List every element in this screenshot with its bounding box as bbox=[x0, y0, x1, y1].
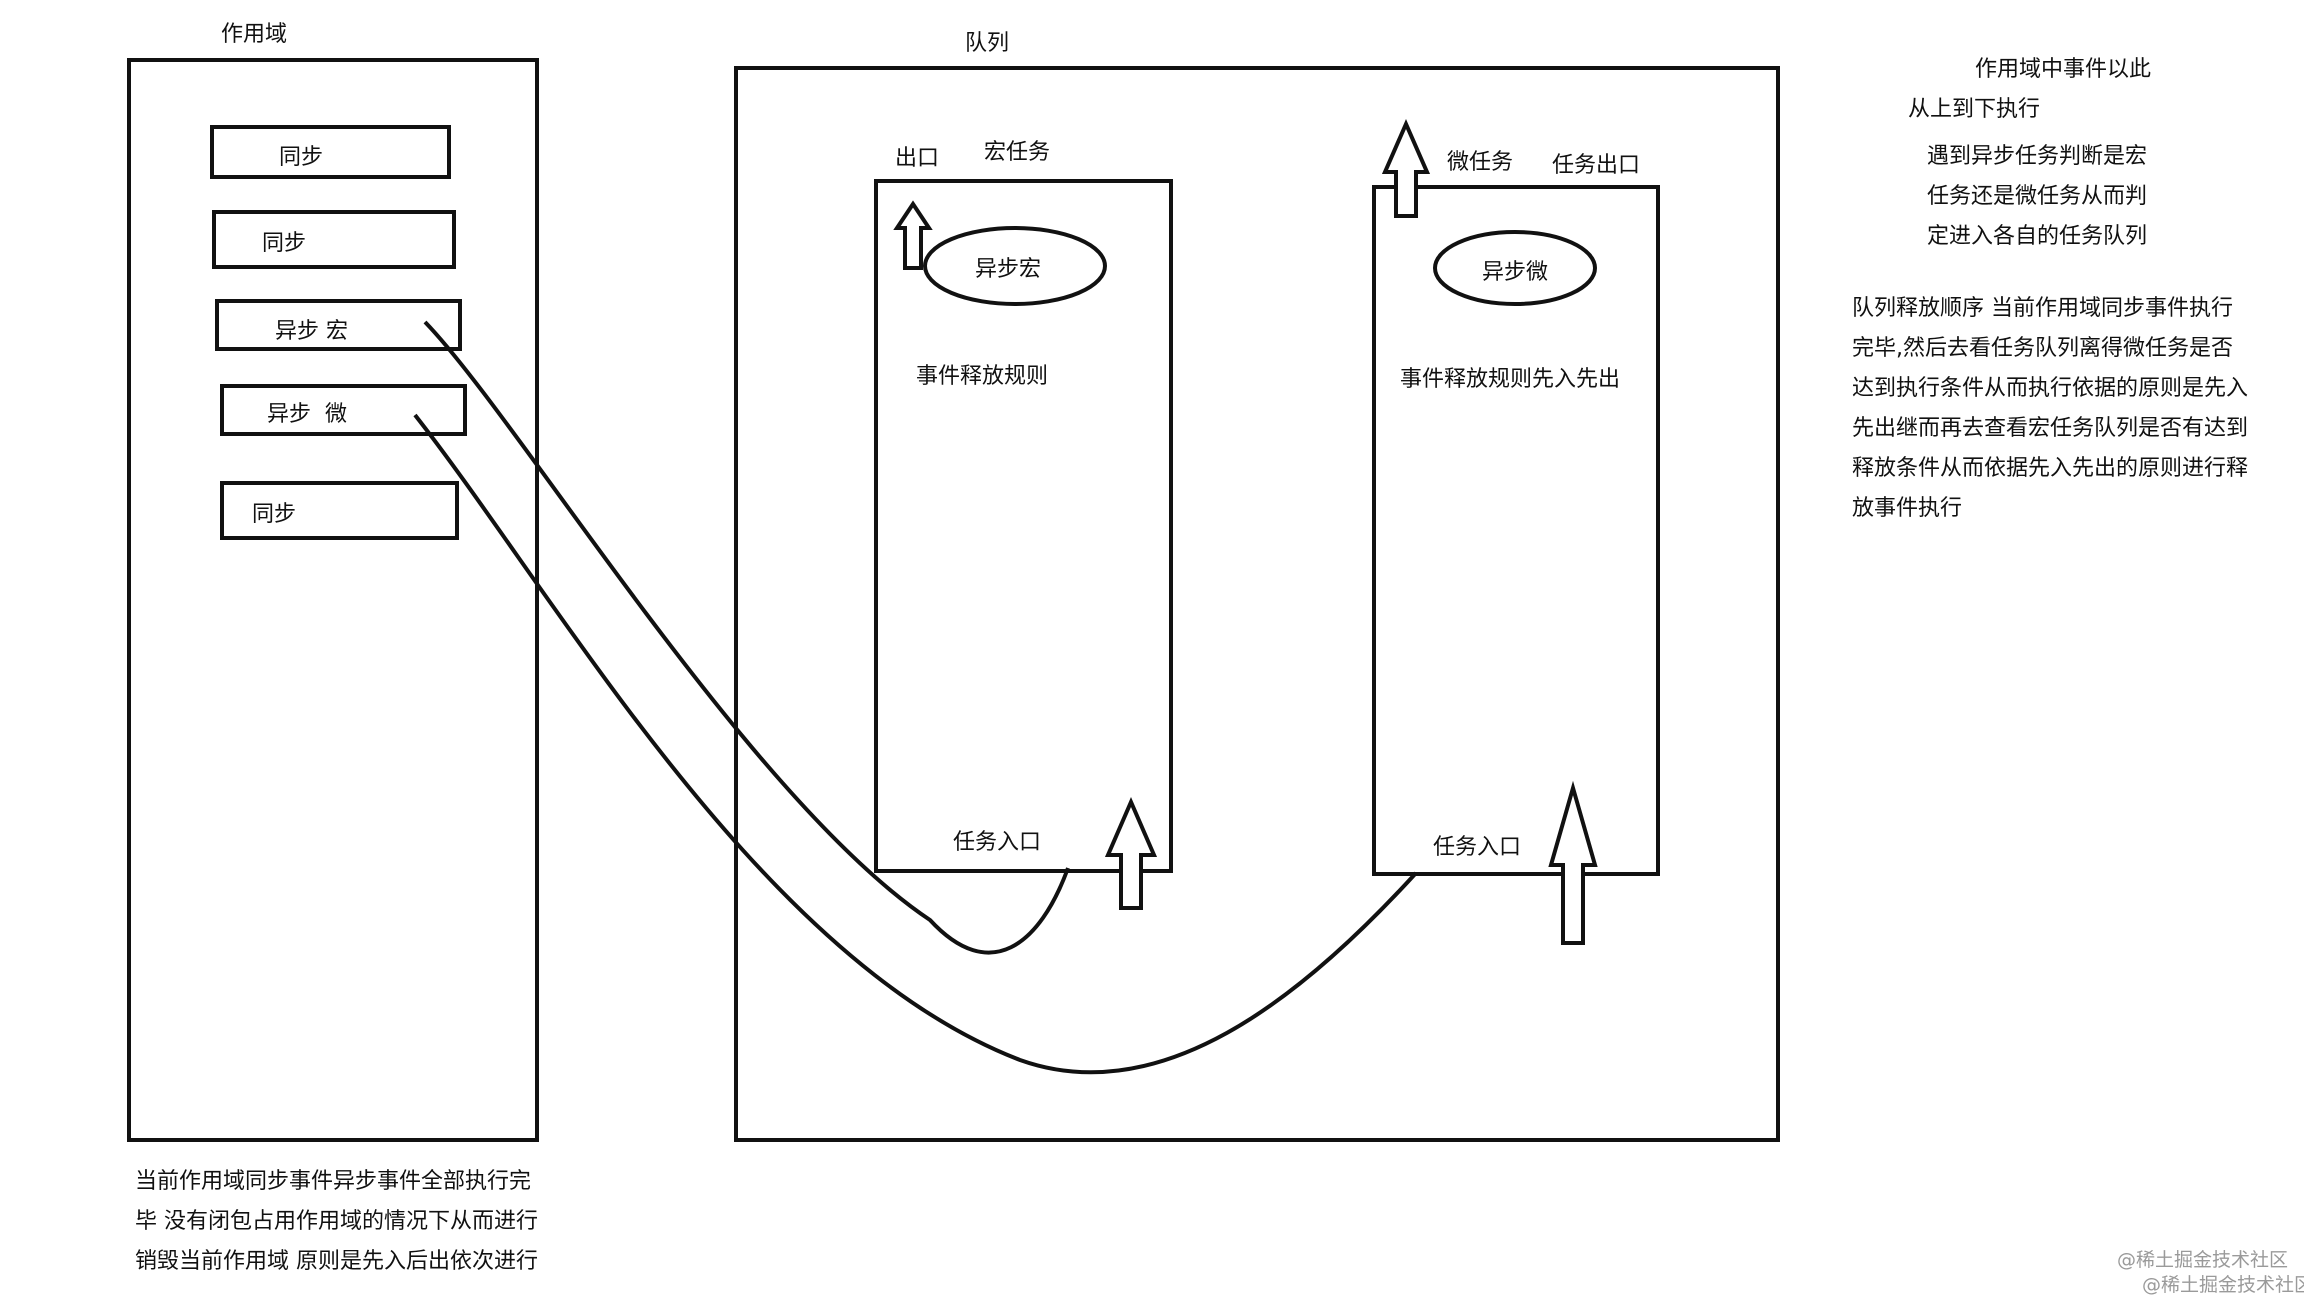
note-line: 放事件执行 bbox=[1852, 496, 1963, 521]
scope-frame bbox=[127, 58, 539, 1142]
note-line: 完毕,然后去看任务队列离得微任务是否 bbox=[1852, 336, 2233, 361]
note-line: 当前作用域同步事件异步事件全部执行完 bbox=[135, 1169, 532, 1194]
micro-entry-arrow bbox=[1548, 780, 1598, 945]
note-line: 销毁当前作用域 原则是先入后出依次进行 bbox=[135, 1249, 538, 1274]
note-line: 作用域中事件以此 bbox=[1974, 57, 2151, 82]
note-line: 队列释放顺序 当前作用域同步事件执行 bbox=[1852, 296, 2233, 321]
note-queue-release-order: 队列释放顺序 当前作用域同步事件执行 完毕,然后去看任务队列离得微任务是否 达到… bbox=[1852, 289, 2248, 529]
note-line: 释放条件从而依据先入先出的原则进行释 bbox=[1852, 456, 2249, 481]
scope-item-box bbox=[220, 481, 459, 540]
note-line: 毕 没有闭包占用作用域的情况下从而进行 bbox=[135, 1209, 538, 1234]
macro-task-title: 宏任务 bbox=[984, 140, 1051, 165]
macro-rule-text: 事件释放规则 bbox=[916, 364, 1049, 389]
scope-title: 作用域 bbox=[221, 22, 288, 47]
note-line: 从上到下执行 bbox=[1908, 97, 2041, 122]
note-execution-order: 作用域中事件以此 从上到下执行 bbox=[1908, 50, 2178, 130]
micro-task-column bbox=[1372, 185, 1660, 876]
scope-item-label: 同步 bbox=[262, 231, 307, 256]
scope-item-box bbox=[220, 384, 467, 436]
micro-entry-label: 任务入口 bbox=[1433, 835, 1522, 860]
queue-frame bbox=[734, 66, 1780, 1142]
scope-item-label: 异步 宏 bbox=[275, 319, 348, 344]
watermark: @稀土掘金技术社区 bbox=[2117, 1249, 2289, 1271]
macro-task-column bbox=[874, 179, 1173, 873]
micro-rule-text: 事件释放规则先入先出 bbox=[1400, 367, 1621, 392]
note-line: 先出继而再去查看宏任务队列是否有达到 bbox=[1852, 416, 2249, 441]
scope-item-box bbox=[210, 125, 451, 179]
macro-connector-curve bbox=[423, 320, 1070, 955]
micro-connector-curve bbox=[413, 413, 1418, 1075]
watermark: @稀土掘金技术社区 bbox=[2142, 1274, 2304, 1296]
scope-item-label: 同步 bbox=[252, 502, 297, 527]
note-async-routing: 遇到异步任务判断是宏 任务还是微任务从而判 定进入各自的任务队列 bbox=[1927, 137, 2147, 257]
scope-item-box bbox=[215, 299, 462, 351]
scope-item-box bbox=[212, 210, 456, 269]
note-line: 达到执行条件从而执行依据的原则是先入 bbox=[1852, 376, 2249, 401]
macro-entry-arrow bbox=[1104, 796, 1158, 910]
macro-exit-label: 出口 bbox=[895, 146, 940, 171]
macro-exit-arrow bbox=[893, 200, 933, 270]
scope-item-label: 同步 bbox=[279, 145, 324, 170]
macro-ellipse-label: 异步宏 bbox=[975, 257, 1042, 282]
scope-destroy-note: 当前作用域同步事件异步事件全部执行完 毕 没有闭包占用作用域的情况下从而进行 销… bbox=[135, 1162, 538, 1282]
queue-title: 队列 bbox=[965, 31, 1010, 56]
macro-ellipse bbox=[923, 226, 1107, 306]
scope-item-label: 异步 微 bbox=[267, 402, 347, 427]
macro-entry-label: 任务入口 bbox=[953, 830, 1042, 855]
note-line: 定进入各自的任务队列 bbox=[1927, 224, 2148, 249]
note-line: 遇到异步任务判断是宏 bbox=[1927, 144, 2148, 169]
micro-task-title: 微任务 bbox=[1447, 150, 1514, 175]
micro-exit-arrow bbox=[1381, 119, 1431, 218]
note-line: 任务还是微任务从而判 bbox=[1927, 184, 2148, 209]
micro-ellipse-label: 异步微 bbox=[1482, 260, 1549, 285]
micro-ellipse bbox=[1433, 230, 1597, 306]
micro-exit-label: 任务出口 bbox=[1552, 153, 1641, 178]
